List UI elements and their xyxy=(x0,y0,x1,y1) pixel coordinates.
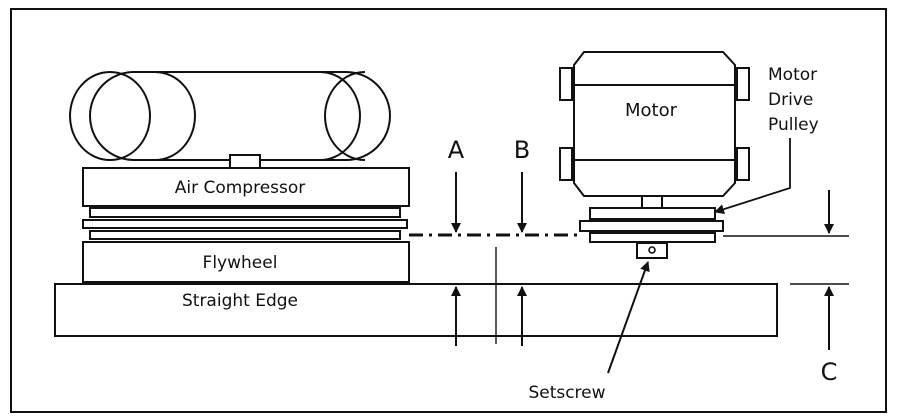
tank-stand xyxy=(229,154,261,169)
air-compressor-label: Air Compressor xyxy=(175,178,306,198)
straight-edge-label: Straight Edge xyxy=(182,291,298,311)
pulley-leader-arrow xyxy=(714,138,791,215)
setscrew-leader-arrow xyxy=(607,261,650,374)
compressor-pulley xyxy=(82,207,408,240)
flywheel xyxy=(82,241,410,283)
motor xyxy=(559,51,750,209)
pulley-label-line1: Motor xyxy=(768,65,817,85)
dimension-b-label: B xyxy=(514,136,530,164)
compressor-tank xyxy=(69,71,391,161)
air-compressor xyxy=(82,167,410,207)
setscrew xyxy=(648,246,656,254)
pulley-label-line2: Drive xyxy=(768,90,813,110)
dimension-c-label: C xyxy=(821,358,838,386)
motor-label: Motor xyxy=(625,100,678,121)
diagram-frame xyxy=(10,8,887,413)
dimension-a-label: A xyxy=(448,136,465,164)
setscrew-label: Setscrew xyxy=(528,383,605,403)
pulley-label-line3: Pulley xyxy=(768,115,819,135)
motor-drive-pulley xyxy=(579,207,724,243)
straight-edge xyxy=(54,283,778,337)
flywheel-label: Flywheel xyxy=(203,253,278,273)
